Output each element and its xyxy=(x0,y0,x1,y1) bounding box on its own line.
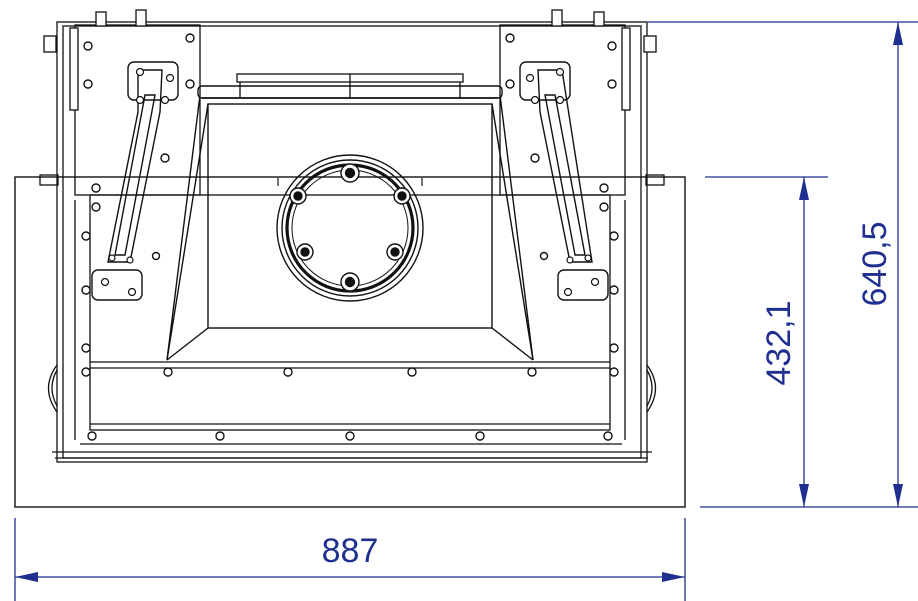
flue-collar xyxy=(236,73,464,98)
dimension-total-height-label: 640,5 xyxy=(856,221,894,306)
corner-bolts xyxy=(43,9,657,111)
flue-ring-bolts xyxy=(289,163,411,292)
dimension-total-height xyxy=(648,21,918,508)
dimension-inner-height-label: 432,1 xyxy=(760,300,798,385)
right-arm-holes xyxy=(525,67,600,297)
combustion-chamber xyxy=(166,85,534,361)
frame-rivets xyxy=(81,33,619,441)
dimension-width xyxy=(14,518,686,601)
left-arm-holes xyxy=(100,67,175,297)
dimension-width-label: 887 xyxy=(322,532,379,570)
ring-marks xyxy=(277,178,423,186)
dimension-inner-height xyxy=(700,176,828,508)
